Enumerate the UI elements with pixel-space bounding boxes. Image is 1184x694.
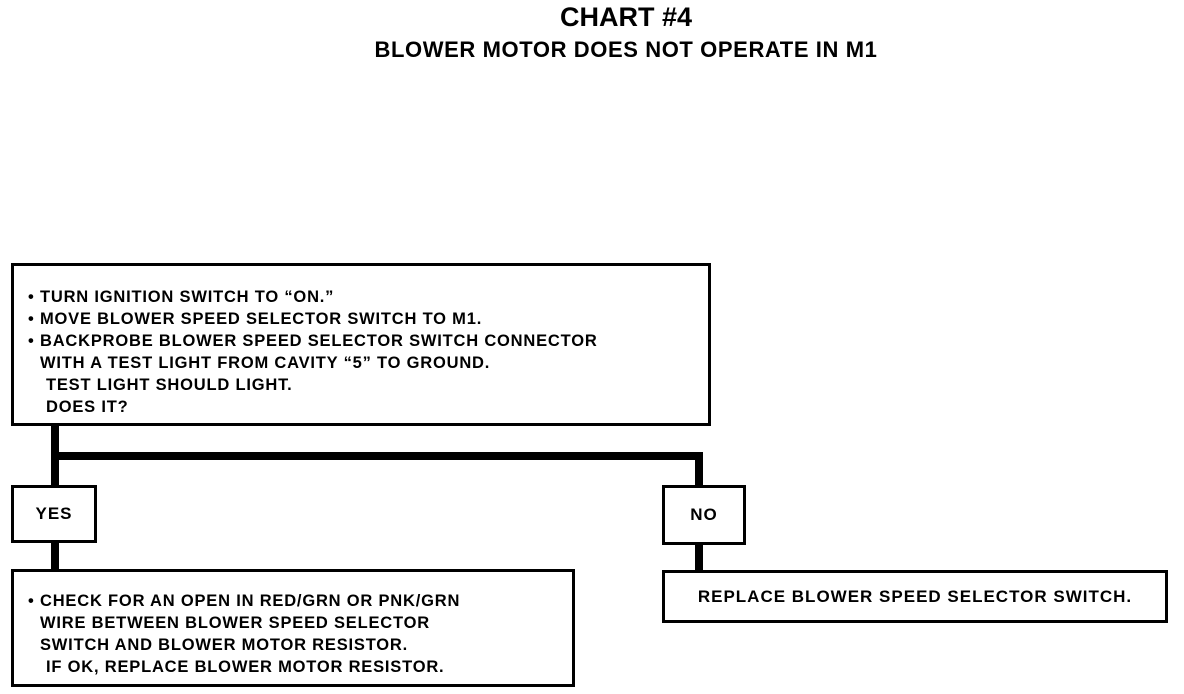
step-text: BACKPROBE BLOWER SPEED SELECTOR SWITCH C… xyxy=(40,332,598,350)
step-item: • MOVE BLOWER SPEED SELECTOR SWITCH TO M… xyxy=(28,308,708,330)
connector-yes-result xyxy=(51,541,59,571)
bullet: • xyxy=(28,592,35,610)
step-continuation: IF OK, REPLACE BLOWER MOTOR RESISTOR. xyxy=(46,658,445,676)
question-line: DOES IT? xyxy=(46,398,129,416)
step-text: TURN IGNITION SWITCH TO “ON.” xyxy=(40,288,335,306)
connector-no-down xyxy=(695,452,703,487)
step-continuation: WITH A TEST LIGHT FROM CAVITY “5” TO GRO… xyxy=(40,354,491,372)
no-label: NO xyxy=(690,505,718,524)
no-result-box: REPLACE BLOWER SPEED SELECTOR SWITCH. xyxy=(662,570,1168,623)
connector-no-result xyxy=(695,543,703,572)
chart-subtitle: BLOWER MOTOR DOES NOT OPERATE IN M1 xyxy=(374,37,878,62)
bullet: • xyxy=(28,332,35,350)
yes-result-box: • CHECK FOR AN OPEN IN RED/GRN OR PNK/GR… xyxy=(11,569,575,687)
question-line: TEST LIGHT SHOULD LIGHT. xyxy=(46,376,293,394)
yes-label: YES xyxy=(35,504,73,523)
connector-horizontal xyxy=(51,452,703,460)
bullet: • xyxy=(28,288,35,306)
step-item: • TURN IGNITION SWITCH TO “ON.” xyxy=(28,286,708,308)
chart-title: CHART #4 xyxy=(559,2,693,32)
step-text: CHECK FOR AN OPEN IN RED/GRN OR PNK/GRN xyxy=(40,592,461,610)
step-item: • CHECK FOR AN OPEN IN RED/GRN OR PNK/GR… xyxy=(28,590,572,612)
step-continuation: SWITCH AND BLOWER MOTOR RESISTOR. xyxy=(40,636,409,654)
no-branch-box: NO xyxy=(662,485,746,545)
yes-branch-box: YES xyxy=(11,485,97,543)
step-item: BACKPROBE BLOWER SPEED SELECTOR SWITCH C… xyxy=(28,330,708,352)
start-step-box: • TURN IGNITION SWITCH TO “ON.” • MOVE B… xyxy=(11,263,711,426)
no-result-text: REPLACE BLOWER SPEED SELECTOR SWITCH. xyxy=(697,586,1133,606)
step-text: MOVE BLOWER SPEED SELECTOR SWITCH TO M1. xyxy=(40,310,483,328)
step-continuation: WIRE BETWEEN BLOWER SPEED SELECTOR xyxy=(40,614,430,632)
bullet: • xyxy=(28,310,35,328)
